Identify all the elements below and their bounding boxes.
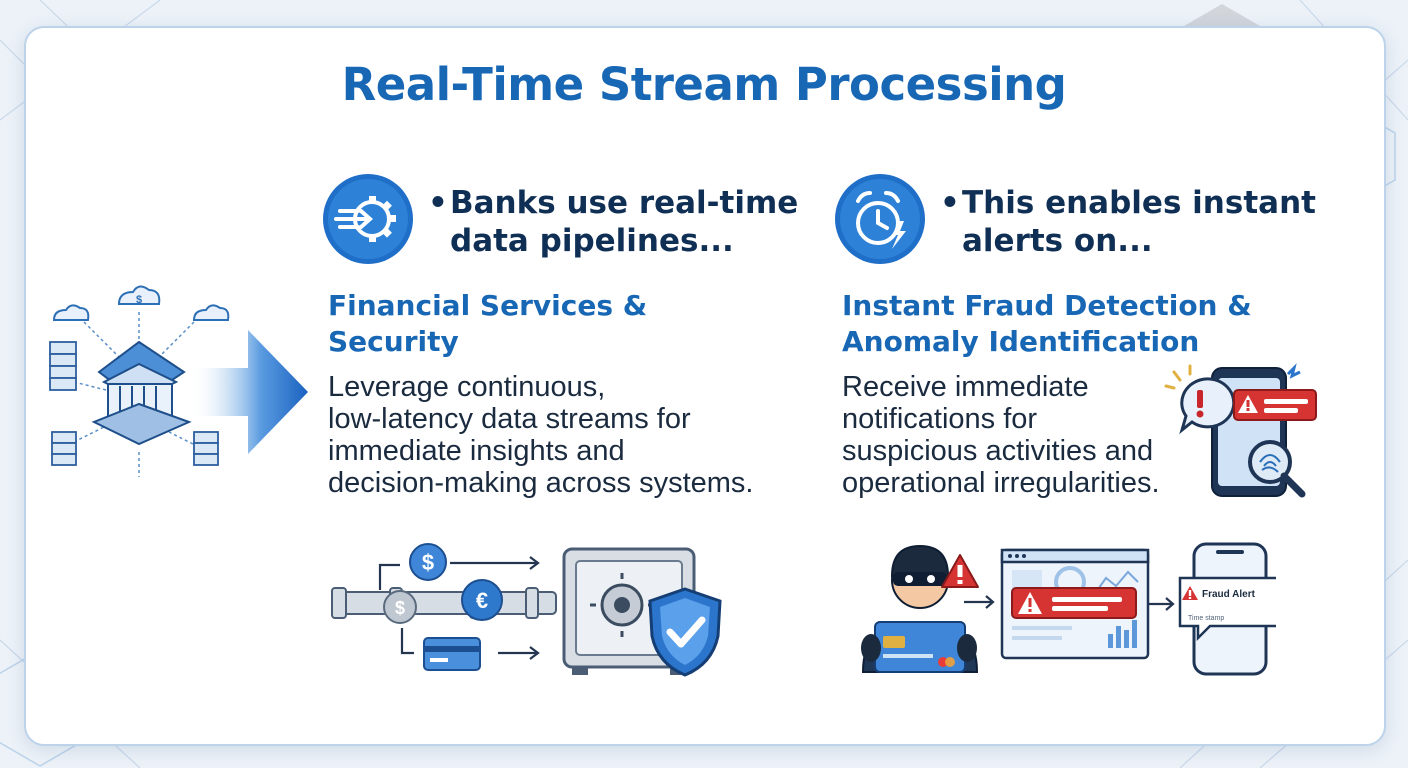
fraud-alert-title: Fraud Alert <box>1202 589 1256 600</box>
bank-network-icon: $ <box>49 285 230 477</box>
right-heading-line2: Anomaly Identification <box>842 325 1200 358</box>
left-desc-line: low-latency data streams for <box>328 403 691 435</box>
fraud-alert-timestamp: Time stamp <box>1188 615 1224 622</box>
right-bullet: •This enables instant alerts on... <box>940 184 1316 260</box>
left-bullet-line1: Banks use real-time <box>450 185 799 221</box>
right-bullet-line1: This enables instant <box>962 185 1316 221</box>
arrow-right-icon <box>964 595 995 609</box>
svg-text:$: $ <box>395 598 405 618</box>
left-desc-line: Leverage continuous, <box>328 371 606 403</box>
page-title: Real-Time Stream Processing <box>341 58 1067 111</box>
right-heading-line1: Instant Fraud Detection & <box>842 289 1252 322</box>
left-desc-line: immediate insights and <box>328 435 625 467</box>
bullet-dot: • <box>428 185 448 221</box>
alarm-clock-icon <box>835 174 925 264</box>
left-heading: Financial Services & Security <box>328 288 647 360</box>
right-desc-line: notifications for <box>842 403 1038 435</box>
right-desc-line: suspicious activities and <box>842 435 1154 467</box>
svg-text:€: € <box>476 588 488 613</box>
money-pipeline-icon: $ $ € <box>331 543 557 671</box>
svg-text:$: $ <box>136 294 142 306</box>
left-desc-line: decision-making across systems. <box>328 467 754 499</box>
left-bullet: •Banks use real-time data pipelines... <box>428 184 798 260</box>
big-arrow-icon <box>190 330 308 454</box>
right-description: Receive immediate notifications for susp… <box>842 371 1160 499</box>
svg-text:$: $ <box>422 550 434 575</box>
right-desc-line: Receive immediate <box>842 371 1089 403</box>
fraud-alert-phone-icon: Fraud Alert Time stamp <box>1178 542 1276 676</box>
thief-icon <box>861 544 979 673</box>
gear-arrow-icon <box>323 174 413 264</box>
phone-alert-icon <box>1164 363 1317 498</box>
shield-check-icon <box>648 587 722 677</box>
left-heading-line2: Security <box>328 325 459 358</box>
bullet-dot: • <box>940 185 960 221</box>
warning-icon <box>941 554 979 588</box>
right-heading: Instant Fraud Detection & Anomaly Identi… <box>842 288 1252 360</box>
left-heading-line1: Financial Services & <box>328 289 648 322</box>
right-bullet-line2: alerts on... <box>962 223 1153 259</box>
dashboard-alert-icon <box>1000 548 1150 660</box>
left-description: Leverage continuous, low-latency data st… <box>328 371 753 499</box>
right-desc-line: operational irregularities. <box>842 467 1160 499</box>
left-bullet-line2: data pipelines... <box>450 223 734 259</box>
